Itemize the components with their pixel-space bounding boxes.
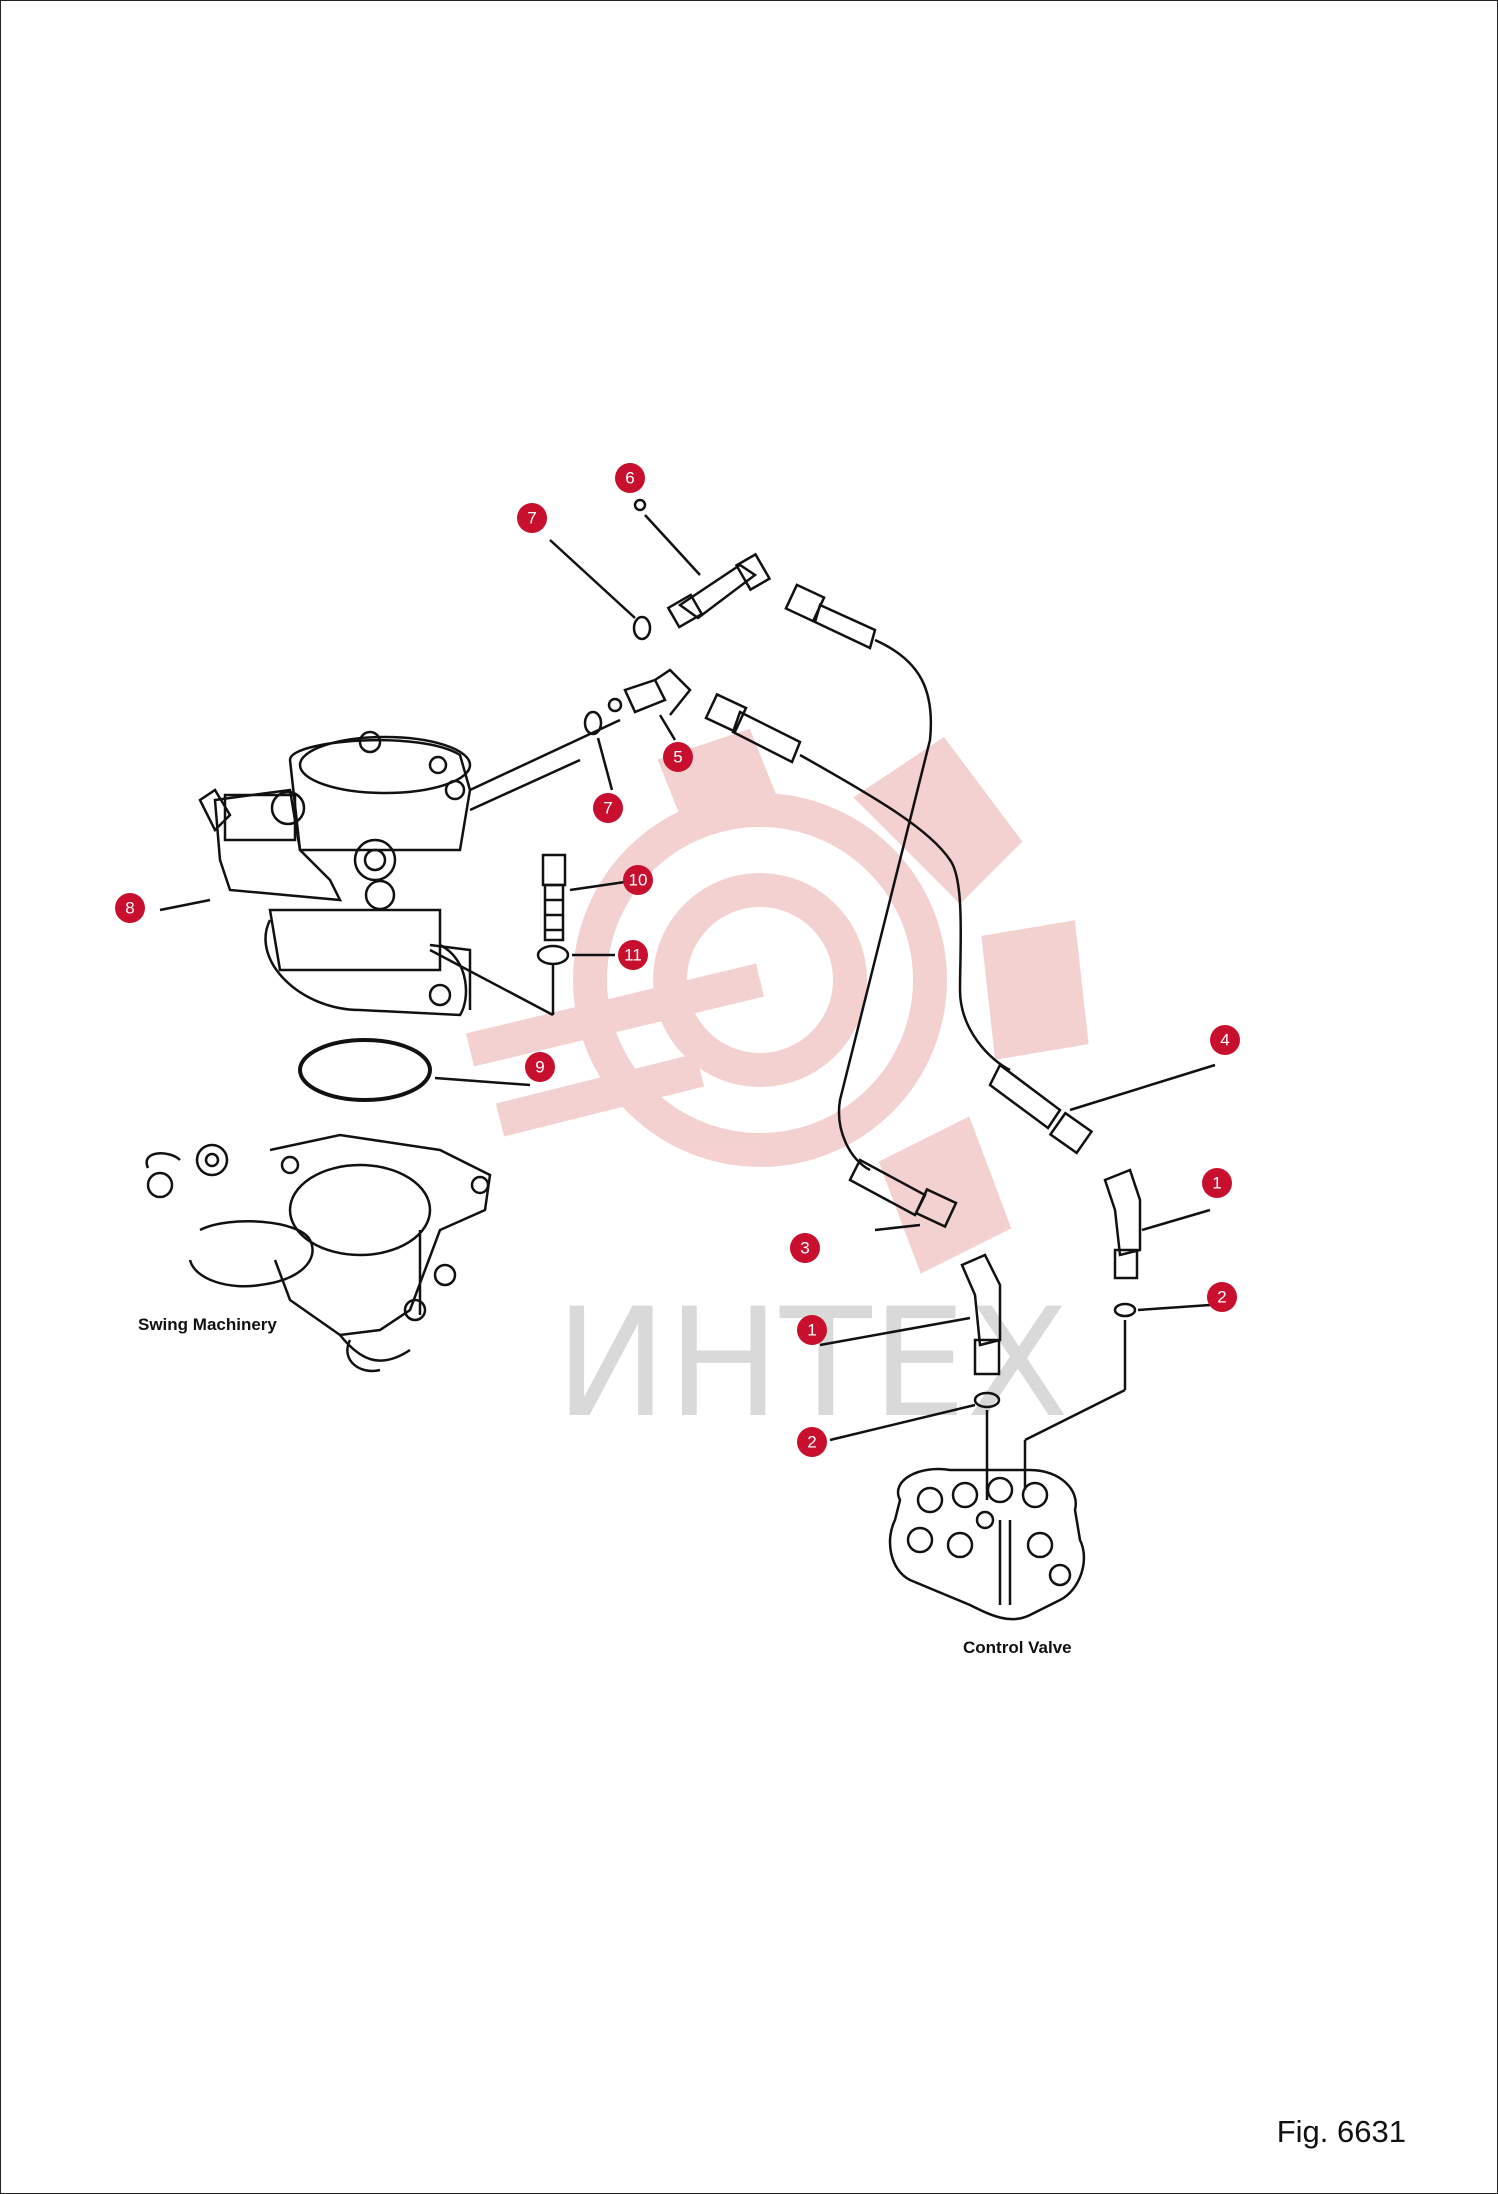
callout-8[interactable]: 8: [115, 893, 145, 923]
label-swing-machinery: Swing Machinery: [138, 1315, 277, 1334]
swing-motor: [159, 718, 621, 1017]
svg-text:4: 4: [1220, 1031, 1229, 1050]
svg-text:1: 1: [807, 1321, 816, 1340]
callout-7-lower[interactable]: 7: [593, 793, 623, 823]
callout-11[interactable]: 11: [618, 940, 648, 970]
callout-2-right[interactable]: 2: [1207, 1282, 1237, 1312]
elbow-fitting-1-right: [1103, 1168, 1211, 1280]
o-ring-2-left: [973, 1391, 1001, 1409]
callouts: 7 6 5 7 8 10 11 9: [115, 463, 1240, 1457]
o-ring-7-lower: [583, 710, 603, 736]
fitting-6: [666, 552, 772, 629]
svg-text:6: 6: [625, 469, 634, 488]
callout-6[interactable]: 6: [615, 463, 645, 493]
swing-machinery-housing: [145, 1133, 492, 1373]
svg-text:9: 9: [535, 1058, 544, 1077]
callout-5[interactable]: 5: [663, 742, 693, 772]
watermark-logo: [466, 728, 1089, 1274]
svg-text:2: 2: [807, 1433, 816, 1452]
callout-1-left[interactable]: 1: [797, 1315, 827, 1345]
svg-text:11: 11: [624, 946, 642, 965]
callout-4[interactable]: 4: [1210, 1025, 1240, 1055]
o-ring-2-right: [1113, 1302, 1137, 1318]
elbow-fitting-1-left: [819, 1253, 1002, 1376]
svg-text:2: 2: [1217, 1288, 1226, 1307]
svg-text:5: 5: [673, 748, 682, 767]
svg-text:8: 8: [125, 899, 134, 918]
callout-9[interactable]: 9: [525, 1052, 555, 1082]
callout-3[interactable]: 3: [790, 1233, 820, 1263]
bolt-10: [541, 853, 626, 942]
line-art: [145, 498, 1216, 1621]
callout-10[interactable]: 10: [623, 865, 653, 895]
figure-label: Fig. 6631: [1276, 2114, 1406, 2149]
label-control-valve: Control Valve: [963, 1638, 1072, 1657]
hose-3: [784, 583, 958, 1232]
o-ring-9: [298, 1038, 432, 1102]
svg-text:7: 7: [603, 799, 612, 818]
control-valve: [888, 1467, 1086, 1621]
svg-text:1: 1: [1212, 1174, 1221, 1193]
callout-7-upper[interactable]: 7: [517, 503, 547, 533]
callout-2-left[interactable]: 2: [797, 1427, 827, 1457]
hose-4: [704, 692, 1216, 1155]
svg-text:7: 7: [527, 509, 536, 528]
watermark-text: ИНТЕХ: [555, 1277, 1069, 1451]
svg-text:10: 10: [629, 871, 648, 890]
elbow-5: [607, 668, 692, 741]
svg-text:3: 3: [800, 1239, 809, 1258]
o-ring-7-upper: [632, 615, 652, 641]
callout-1-right[interactable]: 1: [1202, 1168, 1232, 1198]
washer-11: [536, 944, 570, 966]
